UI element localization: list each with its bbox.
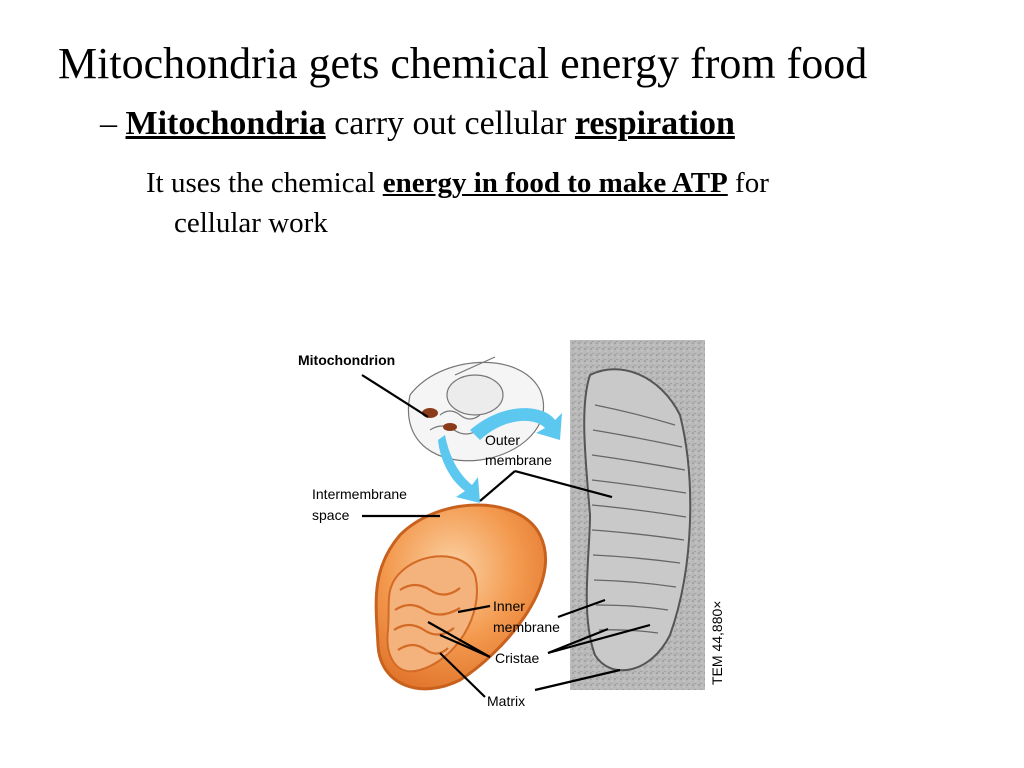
slide-title: Mitochondria gets chemical energy from f… bbox=[58, 39, 868, 88]
label-matrix: Matrix bbox=[487, 693, 525, 709]
label-outer-membrane: Outer bbox=[485, 432, 520, 448]
label-outer-membrane: membrane bbox=[485, 452, 552, 468]
term-respiration: respiration bbox=[574, 105, 735, 142]
bullet-text: carry out cellular bbox=[325, 105, 575, 142]
term-energy-atp: energy in food to make ATP bbox=[382, 167, 728, 199]
leader-lines bbox=[361, 374, 651, 698]
bullet-energy-atp: It uses the chemical energy in food to m… bbox=[146, 163, 966, 243]
mitochondrion-figure: Mitochondrion Outer membrane Intermembra… bbox=[290, 335, 740, 715]
cell-sketch bbox=[407, 356, 545, 462]
label-intermembrane-space: space bbox=[312, 507, 350, 523]
label-intermembrane-space: Intermembrane bbox=[312, 486, 407, 502]
sub-bullet-text-for: for bbox=[727, 167, 769, 199]
tem-micrograph bbox=[570, 340, 705, 690]
label-inner-membrane: membrane bbox=[493, 619, 560, 635]
bullet-mitochondria-respiration: – Mitochondria carry out cellular respir… bbox=[100, 105, 735, 143]
label-cristae: Cristae bbox=[495, 650, 540, 666]
label-inner-membrane: Inner bbox=[493, 598, 525, 614]
bullet-dash: – bbox=[100, 105, 126, 142]
label-mitochondrion: Mitochondrion bbox=[298, 352, 395, 368]
mini-mitochondrion bbox=[443, 423, 457, 431]
sub-bullet-line2: cellular work bbox=[174, 207, 328, 239]
mitochondrion-diagram: Mitochondrion Outer membrane Intermembra… bbox=[298, 340, 725, 709]
label-tem-magnification: TEM 44,880× bbox=[709, 601, 725, 685]
sub-bullet-text: It uses the chemical bbox=[146, 167, 383, 199]
mini-mitochondrion bbox=[422, 408, 438, 418]
zoom-arrows bbox=[438, 408, 562, 503]
term-mitochondria: Mitochondria bbox=[125, 105, 326, 142]
